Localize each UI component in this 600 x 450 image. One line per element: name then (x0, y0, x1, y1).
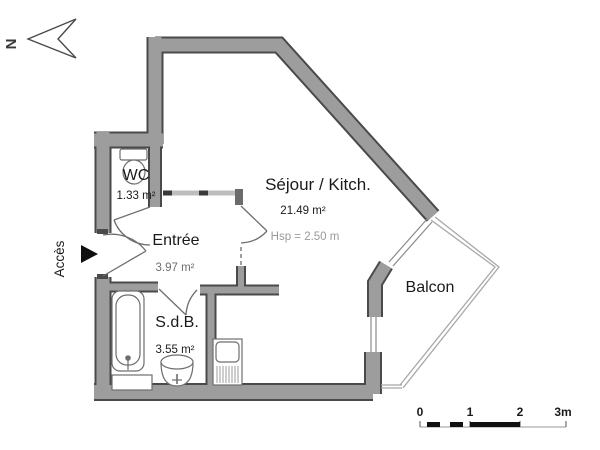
balcony-railing (381, 216, 500, 389)
room-labels: WC 1.33 m² Entrée 3.97 m² Séjour / Kitch… (117, 167, 455, 356)
toilet-icon (119, 148, 148, 185)
doors (102, 205, 268, 316)
kitchen-sink-icon (212, 338, 243, 386)
sejour-door (240, 205, 268, 268)
sdb-label: S.d.B. (155, 314, 199, 331)
sejour-label: Séjour / Kitch. (265, 175, 371, 194)
north-label: N (3, 39, 20, 50)
sejour-ceiling-height: Hsp = 2.50 m (271, 231, 340, 243)
glazed-partition (163, 189, 243, 205)
wc-area: 1.33 m² (117, 190, 156, 202)
entrance-door-jambs (97, 229, 108, 279)
entree-area: 3.97 m² (156, 262, 195, 274)
scale-tick-2: 2 (517, 405, 524, 419)
bathtub-icon (111, 290, 145, 372)
wc-label: WC (123, 167, 150, 184)
sdb-area: 3.55 m² (156, 344, 195, 356)
entrance-door (102, 233, 147, 277)
wall-outlines (94, 36, 440, 401)
balcon-label: Balcon (406, 279, 455, 296)
balcony-door-window (370, 317, 377, 352)
wc-door (113, 206, 151, 246)
access-arrow-icon (81, 245, 98, 263)
scale-tick-3m: 3m (554, 405, 571, 419)
entree-label: Entrée (152, 232, 199, 249)
scale-tick-0: 0 (417, 405, 424, 419)
access-marker: Accès (52, 240, 98, 277)
scale-tick-1: 1 (467, 405, 474, 419)
scale-bar: 0 1 2 3m (417, 405, 572, 428)
sejour-area: 21.49 m² (280, 205, 326, 217)
walls (94, 37, 438, 399)
access-label: Accès (52, 240, 67, 277)
washbasin-icon (160, 354, 194, 387)
sdb-door (158, 288, 198, 316)
facade-window (388, 217, 433, 267)
north-arrow: N (3, 18, 77, 59)
under-tub-cabinet-icon (111, 374, 153, 391)
